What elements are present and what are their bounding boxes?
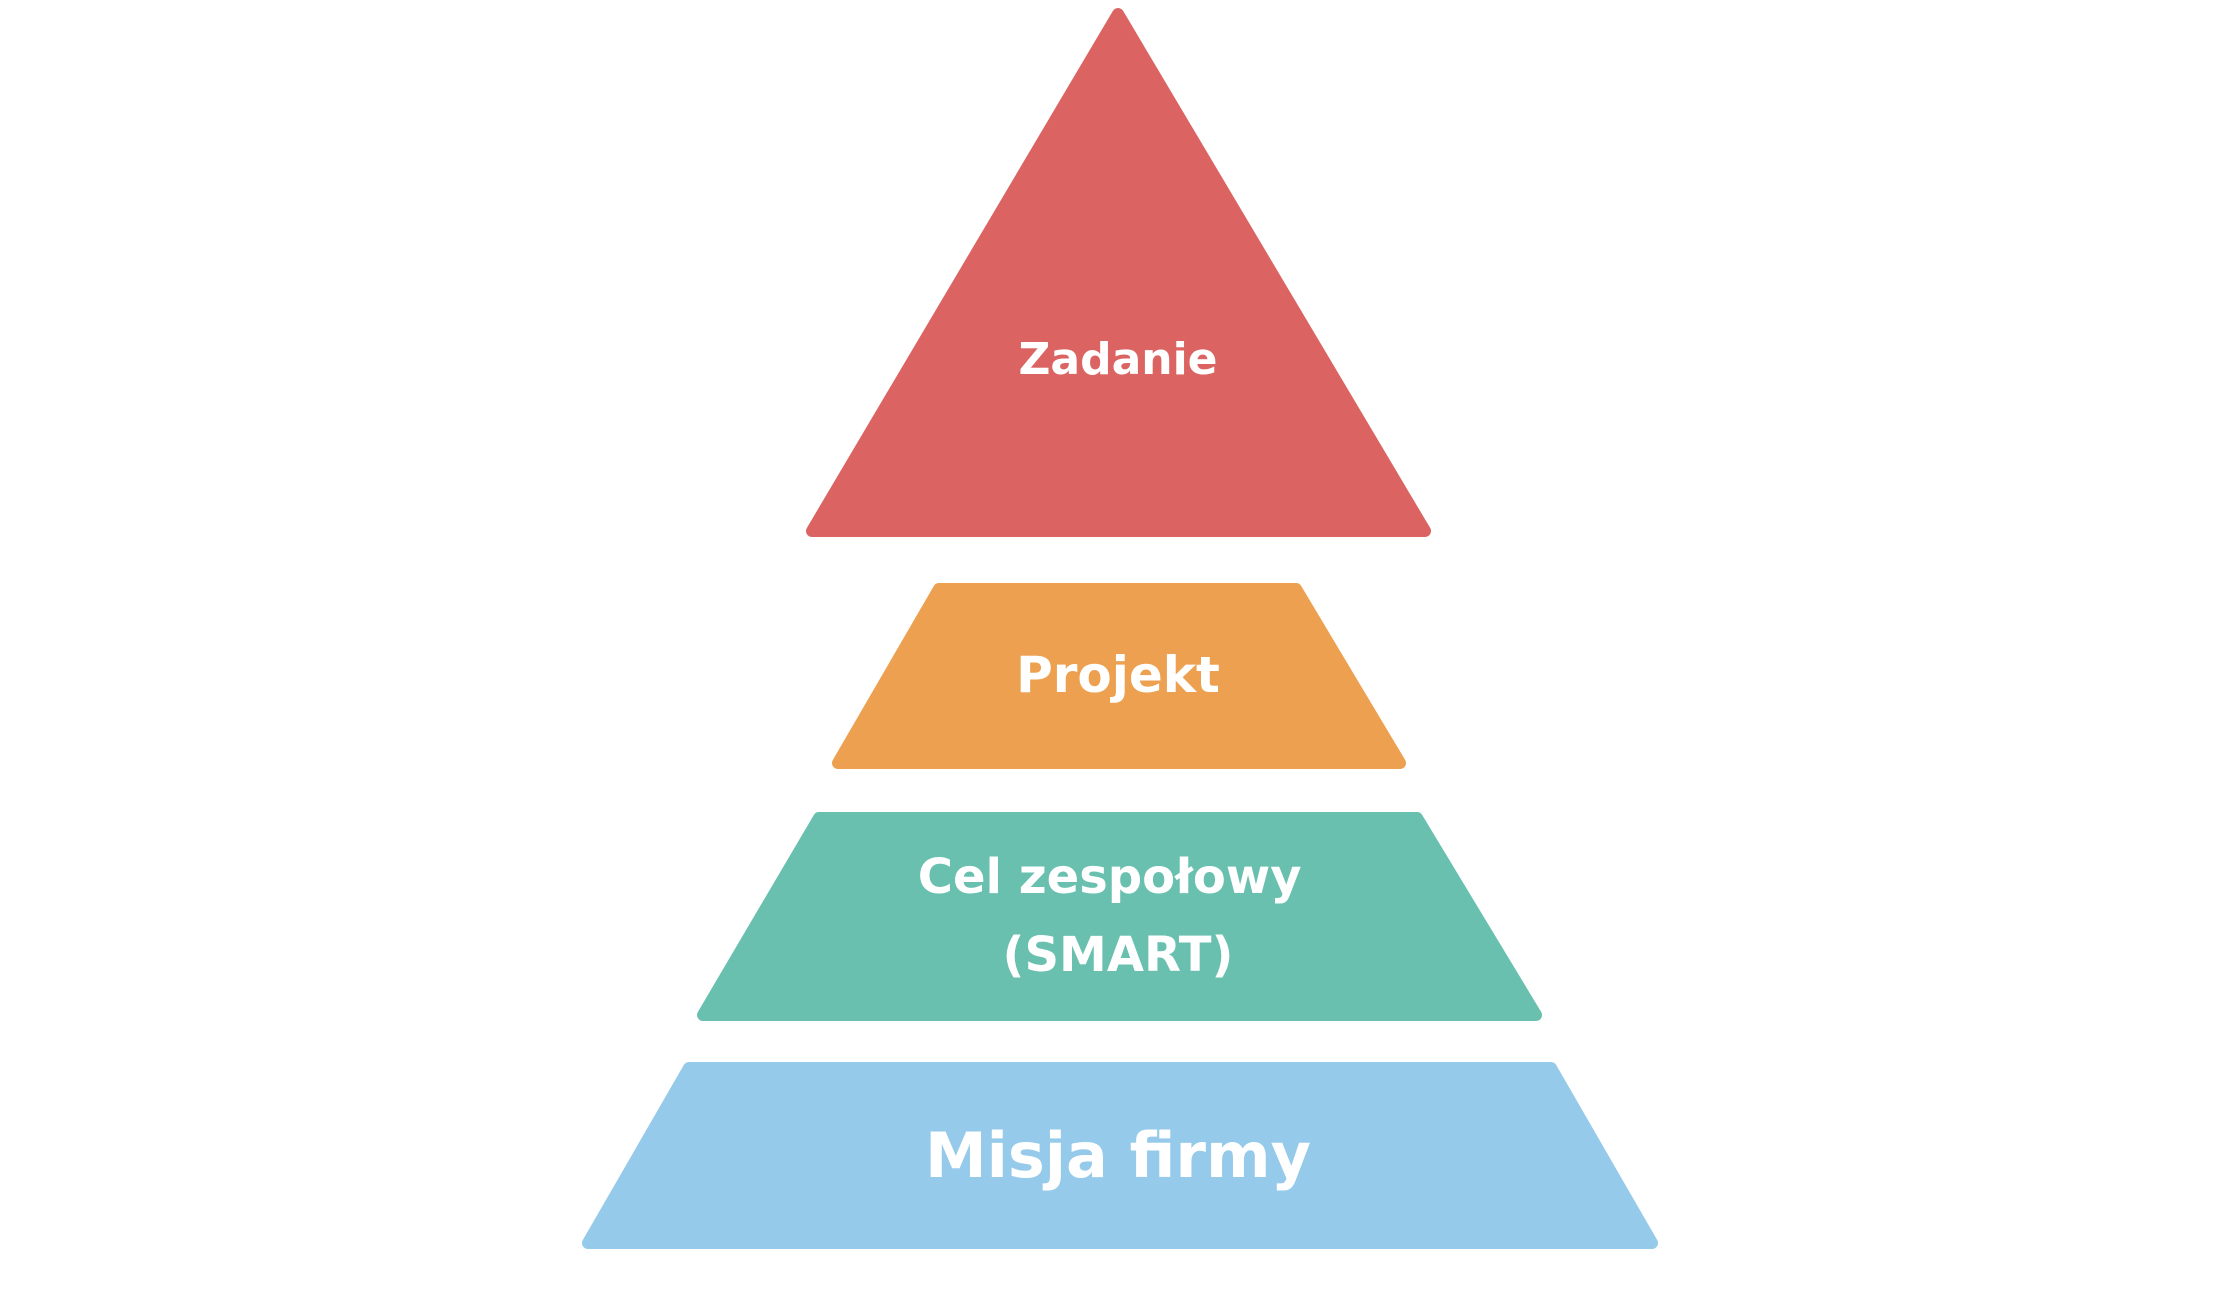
layer-project-label: Projekt <box>1016 646 1220 704</box>
layer-task: Zadanie <box>806 8 1431 537</box>
layer-mission: Misja firmy <box>582 1062 1658 1249</box>
layer-team-goal-label: Cel zespołowy (SMART) <box>918 849 1318 983</box>
layer-team-goal-label-line-2: (SMART) <box>1003 927 1234 983</box>
layer-team-goal-label-line-1: Cel zespołowy <box>918 849 1302 905</box>
layer-mission-shape <box>582 1062 1658 1249</box>
layer-task-shape <box>806 8 1431 537</box>
layer-team-goal-shape <box>697 812 1542 1021</box>
layer-project-shape <box>832 583 1406 769</box>
layer-task-label: Zadanie <box>1018 334 1217 385</box>
layer-team-goal: Cel zespołowy (SMART) <box>697 812 1542 1021</box>
layer-project: Projekt <box>832 583 1406 769</box>
layer-task-label-line-1: Zadanie <box>1018 334 1217 385</box>
layer-mission-label-line-1: Misja firmy <box>925 1119 1311 1192</box>
layer-mission-label: Misja firmy <box>925 1119 1311 1192</box>
layer-project-label-line-1: Projekt <box>1016 646 1220 704</box>
